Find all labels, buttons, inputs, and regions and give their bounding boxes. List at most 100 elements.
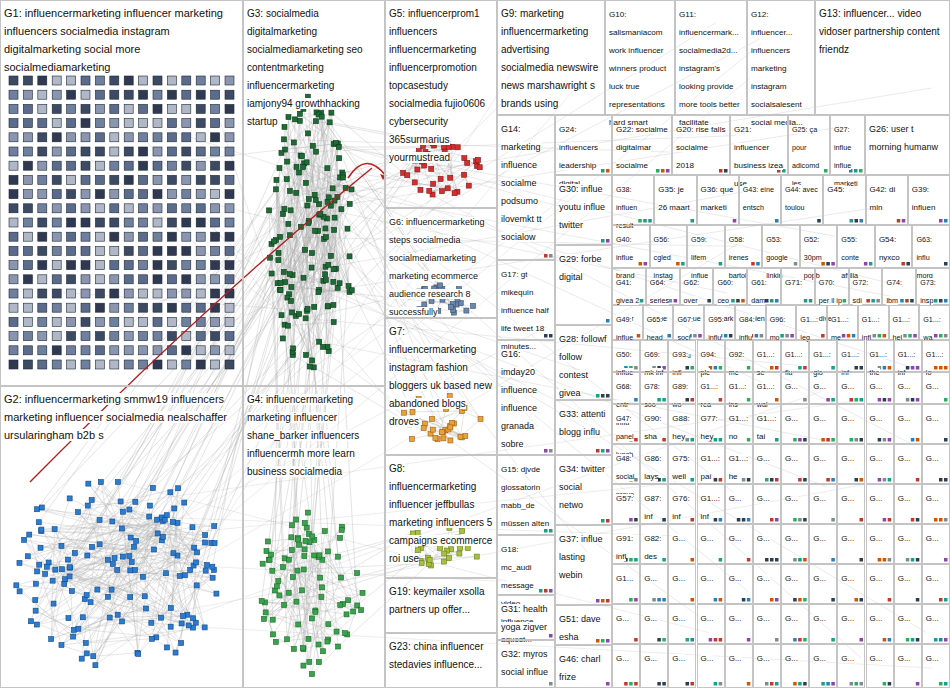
vertex xyxy=(173,650,178,655)
vertex xyxy=(657,398,661,402)
vertex-thumbnail xyxy=(9,104,18,113)
vertex xyxy=(906,366,910,370)
vertex-thumbnail xyxy=(9,275,18,284)
vertex xyxy=(442,144,447,149)
vertex xyxy=(35,507,40,512)
vertex-thumbnail xyxy=(95,76,104,85)
vertex xyxy=(686,366,690,370)
vertex-thumbnail xyxy=(110,218,119,227)
vertex xyxy=(84,593,89,598)
vertex xyxy=(831,438,835,442)
vertex xyxy=(549,529,553,533)
vertex xyxy=(897,219,901,223)
vertex-thumbnail xyxy=(124,317,133,326)
vertex xyxy=(606,599,610,603)
vertex-thumbnail xyxy=(196,161,205,170)
vertex-thumbnail xyxy=(81,346,90,355)
vertex xyxy=(303,538,308,543)
vertex xyxy=(337,156,342,161)
vertex-thumbnail xyxy=(153,261,162,270)
vertex xyxy=(429,166,434,171)
vertex xyxy=(291,140,296,145)
vertex xyxy=(911,438,915,442)
vertex xyxy=(944,299,948,303)
vertex-thumbnail xyxy=(110,161,119,170)
vertex xyxy=(883,366,887,370)
vertex-thumbnail xyxy=(38,119,47,128)
vertex xyxy=(790,334,794,338)
vertex xyxy=(59,643,64,648)
vertex xyxy=(312,553,317,558)
vertex xyxy=(648,219,652,223)
vertex-thumbnail xyxy=(225,190,234,199)
vertex-thumbnail xyxy=(225,175,234,184)
vertex-thumbnail xyxy=(225,232,234,241)
vertex xyxy=(336,644,341,649)
vertex-thumbnail xyxy=(95,218,104,227)
vertex xyxy=(910,299,914,303)
vertex-link xyxy=(212,567,526,583)
vertex xyxy=(33,581,38,586)
vertex xyxy=(869,262,873,266)
vertex-thumbnail xyxy=(52,360,61,369)
vertex xyxy=(212,524,217,529)
vertex xyxy=(458,434,463,439)
vertex-thumbnail xyxy=(124,346,133,355)
vertex-thumbnail xyxy=(124,161,133,170)
vertex xyxy=(446,144,451,149)
vertex xyxy=(698,334,702,338)
vertex-thumbnail xyxy=(139,161,148,170)
vertex-thumbnail xyxy=(167,161,176,170)
vertex xyxy=(601,449,605,453)
vertex-thumbnail xyxy=(38,204,47,213)
vertex xyxy=(860,219,864,223)
vertex-thumbnail xyxy=(95,147,104,156)
vertex-thumbnail xyxy=(167,104,176,113)
vertex-thumbnail xyxy=(225,119,234,128)
vertex xyxy=(465,546,470,551)
vertex xyxy=(345,226,350,231)
vertex xyxy=(297,118,302,123)
vertex xyxy=(908,334,912,338)
vertex xyxy=(826,262,830,266)
vertex-thumbnail xyxy=(211,246,220,255)
vertex-thumbnail xyxy=(225,261,234,270)
vertex xyxy=(305,131,310,136)
vertex xyxy=(831,262,835,266)
vertex xyxy=(149,636,154,641)
vertex-thumbnail xyxy=(182,317,191,326)
vertex-thumbnail xyxy=(110,332,119,341)
vertex-thumbnail xyxy=(211,190,220,199)
vertex xyxy=(821,262,825,266)
vertex-thumbnail xyxy=(9,147,18,156)
vertex xyxy=(691,366,695,370)
vertex xyxy=(282,124,287,129)
vertex-thumbnail xyxy=(81,147,90,156)
vertex xyxy=(17,560,22,565)
vertex xyxy=(662,438,666,442)
vertex-thumbnail xyxy=(153,90,162,99)
vertex-link xyxy=(123,521,163,557)
vertex-thumbnail xyxy=(167,317,176,326)
vertex xyxy=(339,527,344,532)
vertex xyxy=(286,590,291,595)
vertex xyxy=(644,262,648,266)
vertex xyxy=(279,150,284,155)
vertex xyxy=(36,520,41,525)
vertex xyxy=(304,352,309,357)
vertex-thumbnail xyxy=(95,346,104,355)
vertex-thumbnail xyxy=(124,303,133,312)
vertex xyxy=(305,306,310,311)
vertex xyxy=(282,206,287,211)
vertex xyxy=(115,567,120,572)
vertex xyxy=(273,187,278,192)
vertex-thumbnail xyxy=(67,360,76,369)
vertex xyxy=(544,449,548,453)
vertex xyxy=(297,312,302,317)
vertex xyxy=(476,157,481,162)
vertex xyxy=(452,191,457,196)
vertex xyxy=(303,180,308,185)
vertex xyxy=(306,636,311,641)
vertex xyxy=(109,587,114,592)
vertex-link xyxy=(74,512,123,630)
